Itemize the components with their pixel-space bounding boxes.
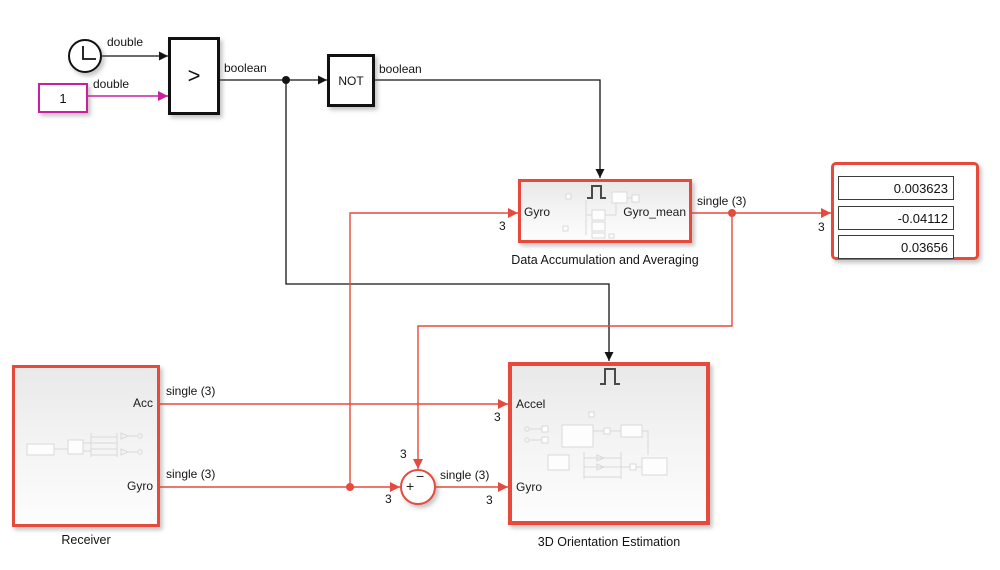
dim-label-gyro-in: 3 [486, 493, 493, 507]
display-value-3: 0.03656 [838, 235, 954, 259]
branch-dot-gyro[interactable] [346, 483, 354, 491]
clock-block[interactable] [68, 39, 102, 73]
dim-label-accel-in: 3 [494, 410, 501, 424]
receiver-subsystem[interactable]: Acc Gyro [12, 365, 160, 527]
orientation-estimation-subsystem[interactable]: Accel Gyro [508, 362, 710, 525]
constant-block[interactable]: 1 [38, 83, 88, 113]
dim-label-dataacc-in: 3 [499, 219, 506, 233]
display-block[interactable]: 0.003623 -0.04112 0.03656 [831, 162, 979, 260]
subsystem-preview [562, 185, 640, 239]
relational-symbol: > [187, 63, 201, 88]
dim-label-sum-top: 3 [400, 447, 407, 461]
display-value-2: -0.04112 [838, 206, 954, 230]
trigger-pulse-icon [600, 368, 620, 385]
branch-dot-boolean[interactable] [282, 76, 290, 84]
dataacc-title: Data Accumulation and Averaging [511, 253, 699, 267]
signal-label-single3-gyro: single (3) [166, 467, 216, 481]
port-label-acc: Acc [132, 396, 153, 410]
not-operator-block[interactable]: NOT [327, 54, 375, 107]
dim-label-display-in: 3 [818, 220, 825, 234]
port-label-gyro-in: Gyro [524, 205, 551, 219]
relational-operator-block[interactable]: > [168, 37, 220, 115]
wire-branch-to-orientation-trigger[interactable] [285, 80, 614, 361]
display-value-1: 0.003623 [838, 176, 954, 200]
sum-minus-sign: − [416, 468, 425, 484]
port-label-accel: Accel [516, 397, 546, 411]
orientation-title: 3D Orientation Estimation [537, 535, 681, 549]
trigger-pulse-icon [587, 185, 606, 199]
signal-label-boolean-2: boolean [379, 62, 422, 76]
sum-plus-sign: + [406, 478, 415, 494]
signal-label-double-clock: double [107, 35, 144, 49]
port-label-gyro-in2: Gyro [516, 480, 543, 494]
receiver-title: Receiver [61, 533, 111, 547]
clock-icon [82, 46, 96, 60]
signal-label-single3-mean: single (3) [697, 194, 747, 208]
sum-block[interactable]: + − [400, 469, 436, 505]
wire-mean-branch-to-sum[interactable] [413, 213, 733, 469]
wire-not-to-dataacc-trigger[interactable] [375, 79, 605, 178]
signal-label-boolean-1: boolean [224, 61, 267, 75]
wire-gyro-branch-to-dataacc[interactable] [349, 208, 518, 487]
subsystem-preview [524, 368, 668, 479]
subsystem-preview [26, 432, 143, 457]
port-label-gyro-out: Gyro [126, 479, 153, 493]
dim-label-sum-left: 3 [385, 492, 392, 506]
branch-dot-gyro-mean[interactable] [728, 209, 736, 217]
constant-value: 1 [59, 90, 67, 106]
signal-label-single3-acc: single (3) [166, 384, 216, 398]
signal-label-double-const: double [93, 77, 130, 91]
signal-label-single3-sum: single (3) [440, 468, 490, 482]
port-label-gyro-mean: Gyro_mean [623, 205, 686, 219]
not-label: NOT [338, 73, 364, 88]
data-accumulation-subsystem[interactable]: Gyro Gyro_mean [518, 179, 692, 243]
